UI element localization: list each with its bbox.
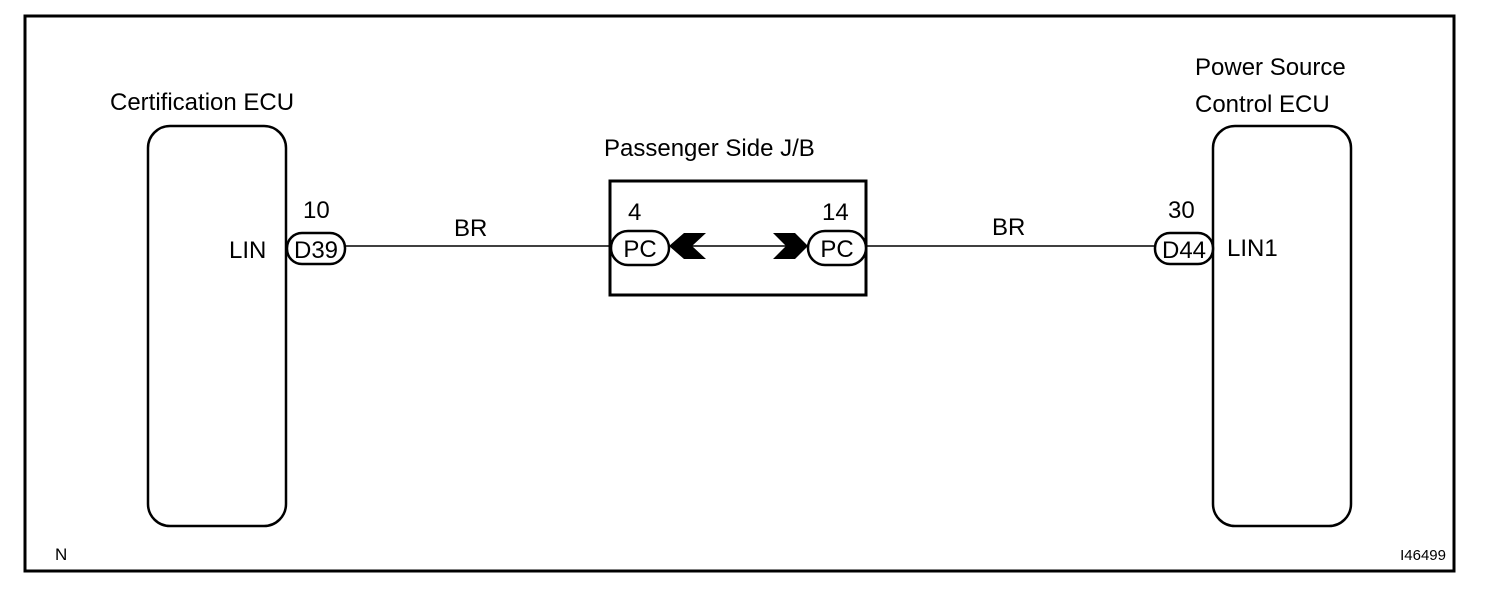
jb-left-connector-code: PC xyxy=(623,236,656,263)
left-ecu-terminal-label: LIN xyxy=(229,237,266,264)
jb-right-connector-code: PC xyxy=(820,236,853,263)
jb-left-pin-number: 4 xyxy=(628,199,641,226)
jb-right-connector xyxy=(806,229,868,267)
right-ecu-terminal-label: LIN1 xyxy=(1227,235,1278,262)
left-ecu-title: Certification ECU xyxy=(110,89,294,116)
right-wire-color: BR xyxy=(992,214,1025,241)
right-ecu-title-line2: Control ECU xyxy=(1195,91,1330,118)
junction-block-title: Passenger Side J/B xyxy=(604,135,815,162)
left-wire-color: BR xyxy=(454,215,487,242)
figure-id: I46499 xyxy=(1400,547,1446,564)
jb-right-chevron-icon xyxy=(773,233,808,259)
left-ecu-box xyxy=(146,124,288,528)
jb-left-chevron-icon xyxy=(669,233,706,259)
left-ecu-connector-code: D39 xyxy=(294,237,338,264)
right-ecu-box xyxy=(1211,124,1353,528)
left-ecu-pin-number: 10 xyxy=(303,197,330,224)
diagram-frame xyxy=(23,14,1456,573)
right-ecu-pin-number: 30 xyxy=(1168,197,1195,224)
right-ecu-title-line1: Power Source xyxy=(1195,54,1346,81)
right-ecu-connector xyxy=(1153,231,1215,266)
corner-note: N xyxy=(55,545,67,564)
left-ecu-connector xyxy=(285,231,347,266)
jb-left-connector xyxy=(609,229,671,267)
right-ecu-connector-code: D44 xyxy=(1162,237,1206,264)
jb-right-pin-number: 14 xyxy=(822,199,849,226)
